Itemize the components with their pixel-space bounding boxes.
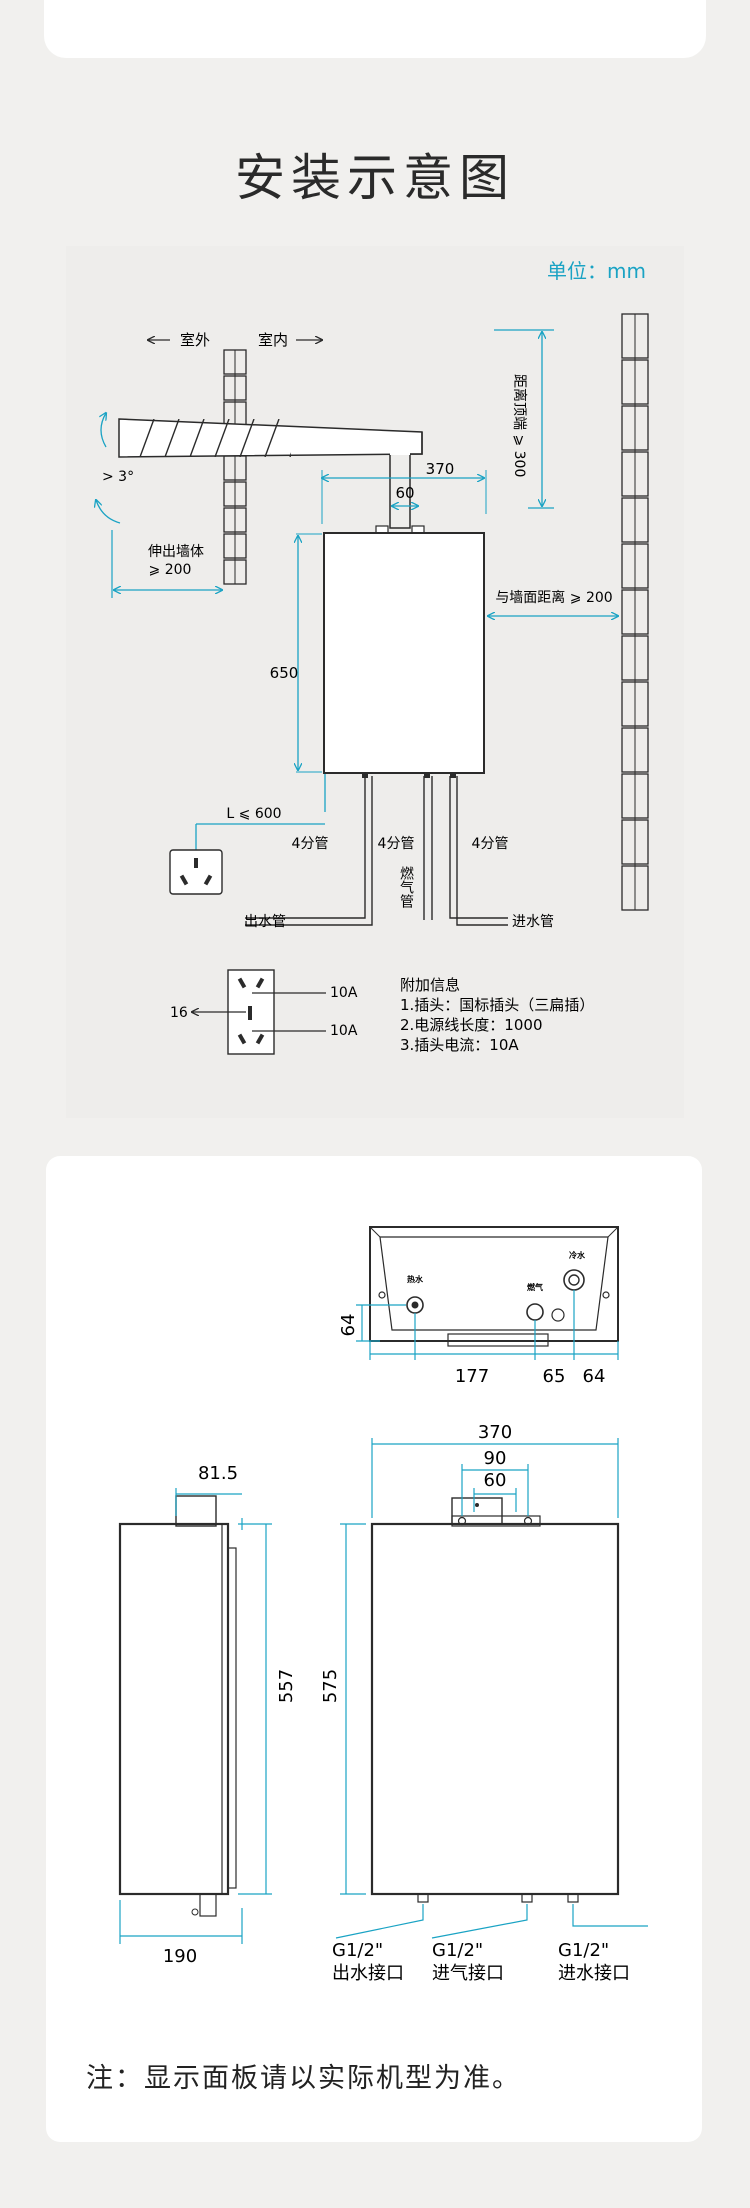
- gas-pipe-label: 燃气管: [398, 865, 414, 908]
- heater-body-install: [323, 525, 485, 778]
- cable-length-label: L ⩽ 600: [226, 806, 281, 822]
- page-title: 安装示意图: [235, 149, 515, 207]
- inlet-pipe-label: 进水管: [512, 914, 554, 930]
- pipe-mid-label: 4分管: [378, 836, 415, 852]
- bottom-dims: [356, 1290, 619, 1360]
- front-dim-60: 60: [484, 1470, 507, 1491]
- indoor-label: 室内: [258, 331, 288, 349]
- plug-10a-bottom: 10A: [330, 1023, 358, 1039]
- unit-label: 单位：mm: [547, 259, 646, 283]
- dim-650-label: 650: [270, 664, 299, 682]
- bottom-label-cold: 冷水: [569, 1250, 586, 1260]
- footnote: 注：显示面板请以实际机型为准。: [86, 2063, 521, 2094]
- ext-label-2: ⩾ 200: [149, 562, 192, 578]
- left-wall: [223, 349, 247, 585]
- port1-size: G1/2": [332, 1940, 383, 1961]
- wall-socket: [169, 849, 223, 895]
- side-dim-557: 557: [276, 1669, 297, 1703]
- bottom-dim-64-h: 64: [583, 1366, 606, 1387]
- bottom-dim-177: 177: [455, 1366, 489, 1387]
- port1-name: 出水接口: [332, 1963, 404, 1984]
- bottom-dim-64-v: 64: [338, 1314, 359, 1337]
- front-view: [370, 1497, 620, 1903]
- info-2: 2.电源线长度：1000: [400, 1016, 543, 1034]
- bottom-label-hot: 热水: [407, 1274, 424, 1284]
- side-dims: [119, 1488, 272, 1944]
- front-dim-90: 90: [484, 1448, 507, 1469]
- plug-10a-top: 10A: [330, 985, 358, 1001]
- port3-size: G1/2": [558, 1940, 609, 1961]
- top-clearance-label: 距离顶端 ⩾ 300: [511, 374, 528, 477]
- dimensions-panel: [46, 1156, 702, 2142]
- installation-diagram: 单位：mm 室外 室内 > 3° 伸出墙体 ⩾ 200 370 60: [0, 259, 649, 1055]
- front-dim-575: 575: [320, 1669, 341, 1703]
- top-card: [44, 0, 706, 58]
- pipe-left-label: 4分管: [292, 836, 329, 852]
- bottom-view: [369, 1226, 619, 1347]
- side-view: [118, 1495, 237, 1917]
- info-1: 1.插头：国标插头（三扁插）: [400, 996, 594, 1014]
- front-dim-370: 370: [478, 1422, 512, 1443]
- front-dims: [335, 1438, 648, 1939]
- plug-16-label: 16: [170, 1005, 188, 1021]
- dim-370-label: 370: [426, 460, 455, 478]
- bottom-dim-65: 65: [543, 1366, 566, 1387]
- port3-name: 进水接口: [558, 1963, 630, 1984]
- wall-dist-label: 与墙面距离 ⩾ 200: [495, 589, 612, 606]
- info-title: 附加信息: [400, 976, 460, 994]
- angle-arrow-bottom: [96, 500, 121, 524]
- pipe-right-label: 4分管: [472, 836, 509, 852]
- side-dim-190: 190: [163, 1946, 197, 1967]
- flue-pipe: [118, 418, 423, 529]
- side-dim-81-5: 81.5: [198, 1463, 238, 1484]
- outdoor-label: 室外: [180, 331, 210, 349]
- angle-arrow-top: [101, 413, 106, 448]
- plug-detail: [192, 969, 326, 1055]
- bottom-label-gas: 燃气: [527, 1282, 543, 1292]
- ext-label-1: 伸出墙体: [148, 544, 204, 560]
- pipes: [245, 776, 508, 926]
- port2-size: G1/2": [432, 1940, 483, 1961]
- right-wall: [621, 313, 649, 911]
- outlet-pipe-label: 出水管: [244, 914, 286, 930]
- port2-name: 进气接口: [432, 1963, 504, 1984]
- dim-60-label: 60: [395, 484, 414, 502]
- angle-label: > 3°: [102, 469, 134, 485]
- info-3: 3.插头电流：10A: [400, 1036, 519, 1054]
